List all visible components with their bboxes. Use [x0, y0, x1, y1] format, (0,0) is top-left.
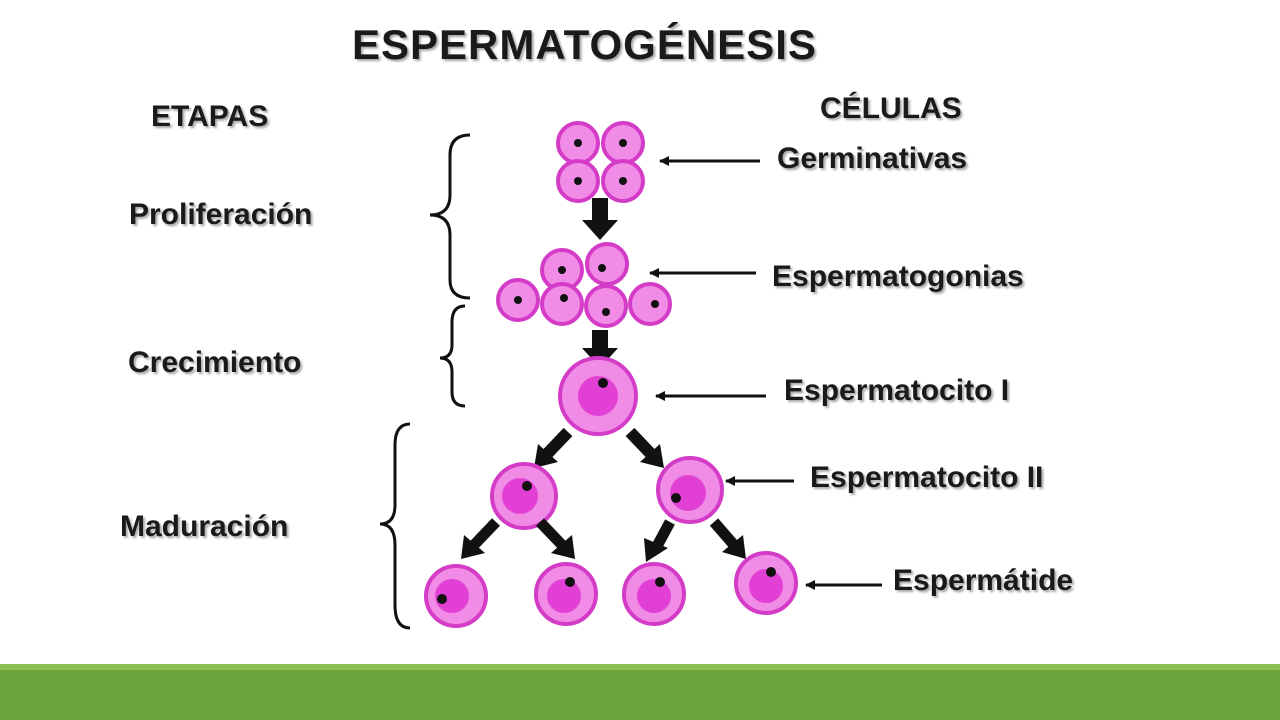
- nucleus: [602, 308, 610, 316]
- nucleus: [766, 567, 776, 577]
- spermatogonia-cell: [540, 248, 584, 292]
- spermatocyte-2-cell-left: [490, 462, 558, 530]
- nucleus: [574, 177, 582, 185]
- cell-spermatogonia-label: Espermatogonias: [772, 260, 1024, 293]
- spermatid-cell: [622, 562, 686, 626]
- cells-header: CÉLULAS: [820, 92, 962, 125]
- spermatocyte-1-cell: [558, 356, 638, 436]
- cell-spermatocyte-2-label: Espermatocito II: [810, 461, 1044, 494]
- arrow-germinal-to-spermatogonia: [582, 198, 618, 240]
- arrow-to-spermatid-2: [536, 518, 575, 559]
- cell-spermatocyte-1-label: Espermatocito I: [784, 374, 1010, 407]
- nucleus: [514, 296, 522, 304]
- spermatocyte-2-cell-right: [656, 456, 724, 524]
- spermatid-cell: [424, 564, 488, 628]
- spermatogonia-cell: [540, 282, 584, 326]
- arrow-spermatocyte-1-to-2-left: [534, 427, 573, 468]
- germinal-cell: [556, 121, 600, 165]
- nucleus: [598, 378, 608, 388]
- nucleus: [574, 139, 582, 147]
- stage-proliferation-label: Proliferación: [129, 198, 313, 231]
- brace-growth: [439, 304, 466, 408]
- nucleus: [651, 300, 659, 308]
- spermatogonia-cell: [628, 282, 672, 326]
- cell-germinal-label: Germinativas: [777, 142, 968, 175]
- arrow-to-spermatid-1: [461, 518, 500, 559]
- nucleus: [598, 264, 606, 272]
- brace-maturation: [379, 422, 411, 630]
- cell-spermatid-label: Espermátide: [893, 564, 1074, 597]
- arrow-spermatocyte-1-to-2-right: [625, 427, 664, 468]
- germinal-cell-cluster: [556, 121, 645, 203]
- nucleus: [558, 266, 566, 274]
- nucleus: [619, 177, 627, 185]
- nucleus: [560, 294, 568, 302]
- germinal-cell: [601, 159, 645, 203]
- nucleus: [671, 493, 681, 503]
- arrow-to-spermatid-3: [644, 519, 675, 562]
- nucleus: [522, 481, 532, 491]
- nucleus: [655, 577, 665, 587]
- germinal-cell: [556, 159, 600, 203]
- arrow-spermatogonia-to-spermatocyte-1: [582, 330, 618, 368]
- spermatogonia-cell: [584, 284, 628, 328]
- arrow-to-spermatid-4: [709, 518, 746, 559]
- spermatogonia-cell-cluster: [496, 242, 672, 328]
- spermatogonia-cell: [585, 242, 629, 286]
- nucleus: [619, 139, 627, 147]
- spermatid-cell: [534, 562, 598, 626]
- brace-proliferation: [429, 133, 471, 300]
- spermatid-cell: [734, 551, 798, 615]
- footer-bar: [0, 664, 1280, 720]
- nucleus: [437, 594, 447, 604]
- stage-maturation-label: Maduración: [120, 510, 289, 543]
- footer-highlight-line: [0, 664, 1280, 670]
- stages-header: ETAPAS: [151, 100, 269, 133]
- nucleus: [565, 577, 575, 587]
- stage-growth-label: Crecimiento: [128, 346, 302, 379]
- germinal-cell: [601, 121, 645, 165]
- spermatogonia-cell: [496, 278, 540, 322]
- page-title: ESPERMATOGÉNESIS: [352, 21, 817, 68]
